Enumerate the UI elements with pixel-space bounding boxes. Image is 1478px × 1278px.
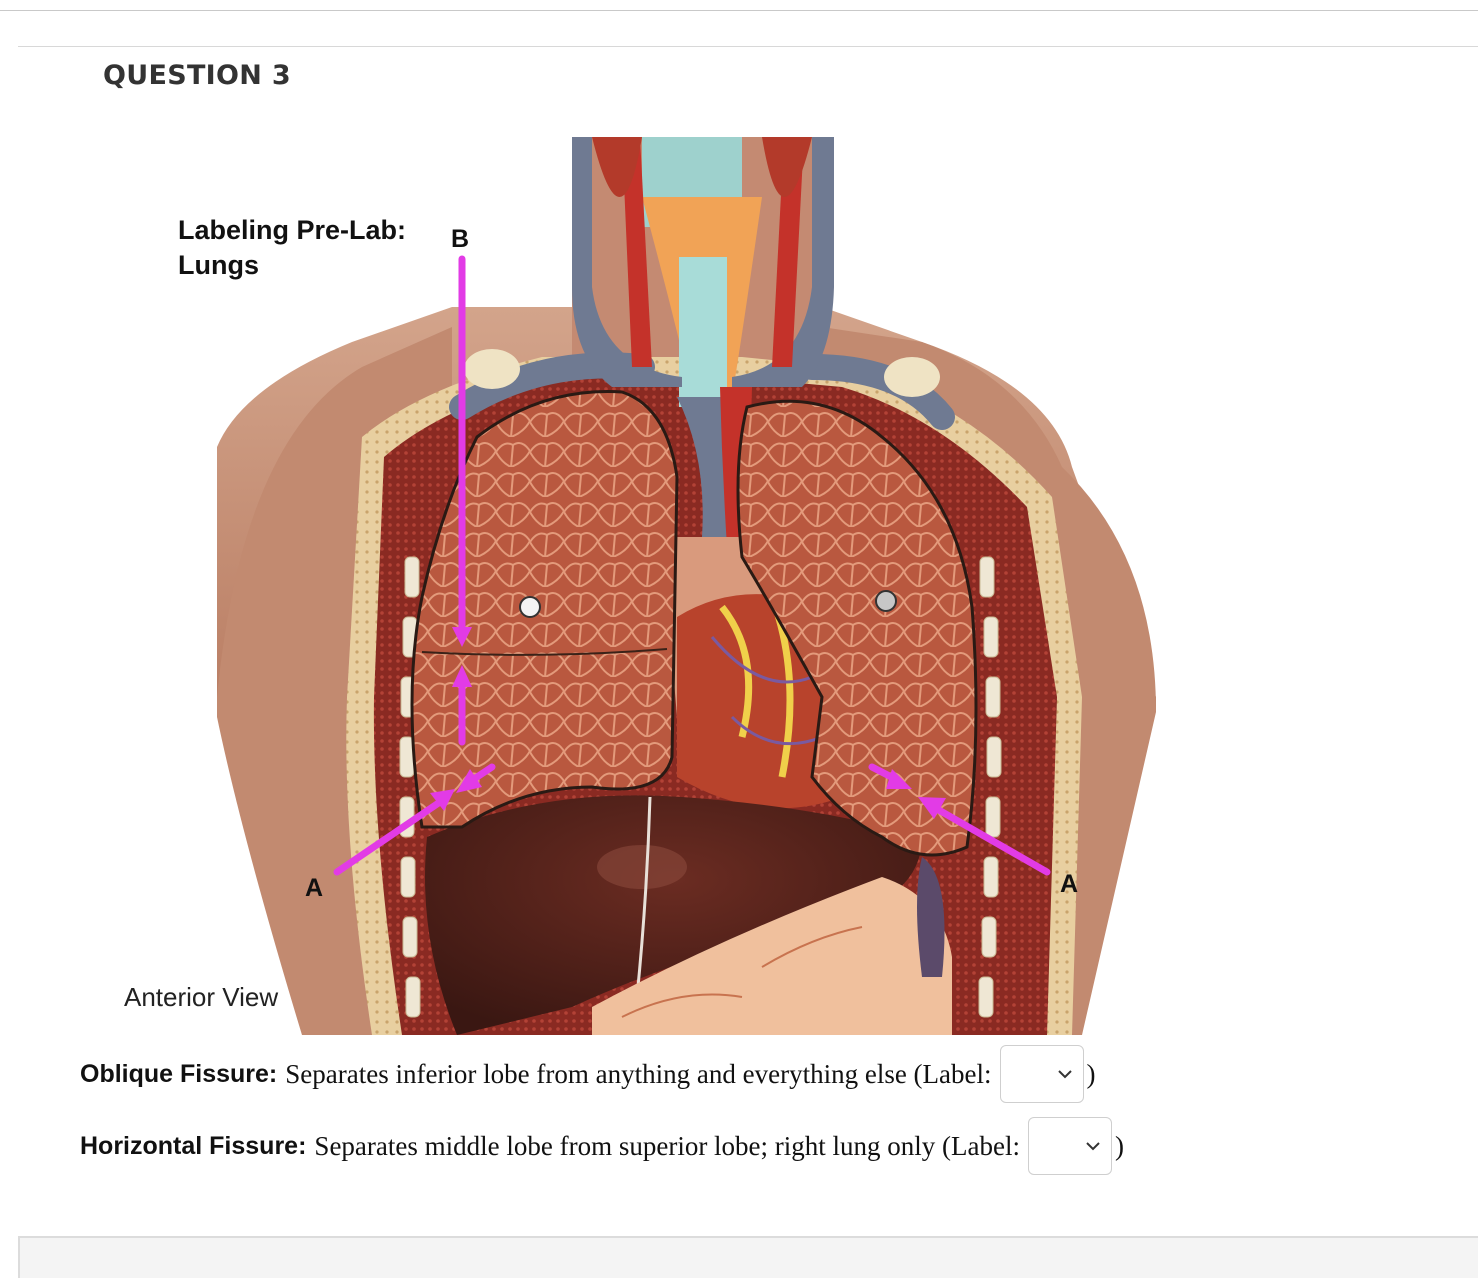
oblique-fissure-item: Oblique Fissure: Separates inferior lobe… xyxy=(80,1045,1096,1103)
left-lung xyxy=(736,399,978,857)
chevron-down-icon xyxy=(1086,1142,1100,1151)
horizontal-fissure-description: Separates middle lobe from superior lobe… xyxy=(314,1130,1020,1161)
diagram-heading: Labeling Pre-Lab: Lungs xyxy=(178,213,406,283)
oblique-fissure-close: ) xyxy=(1086,1058,1096,1089)
chevron-down-icon xyxy=(1057,1070,1072,1079)
horizontal-fissure-select[interactable] xyxy=(1028,1117,1112,1175)
oblique-fissure-description: Separates inferior lobe from anything an… xyxy=(285,1058,992,1089)
top-divider xyxy=(0,10,1478,11)
oblique-fissure-select[interactable] xyxy=(999,1045,1084,1103)
horizontal-fissure-item: Horizontal Fissure: Separates middle lob… xyxy=(80,1117,1124,1175)
question-divider xyxy=(18,46,1478,47)
liver xyxy=(425,795,922,1035)
next-question-panel xyxy=(18,1236,1478,1278)
label-a-right: A xyxy=(1060,870,1079,898)
diagram-caption: Anterior View xyxy=(124,982,279,1012)
diagram-heading-line2: Lungs xyxy=(178,250,259,280)
oblique-fissure-term: Oblique Fissure: xyxy=(80,1059,278,1088)
question-title: QUESTION 3 xyxy=(103,60,291,91)
right-lung xyxy=(410,390,679,829)
label-a-left: A xyxy=(305,874,324,902)
diagram-heading-line1: Labeling Pre-Lab: xyxy=(178,215,407,245)
horizontal-fissure-close: ) xyxy=(1115,1130,1124,1161)
label-b: B xyxy=(451,225,470,253)
horizontal-fissure-term: Horizontal Fissure: xyxy=(80,1131,307,1160)
lungs-diagram: Labeling Pre-Lab: Lungs B A A Anterior V… xyxy=(122,137,1156,1035)
